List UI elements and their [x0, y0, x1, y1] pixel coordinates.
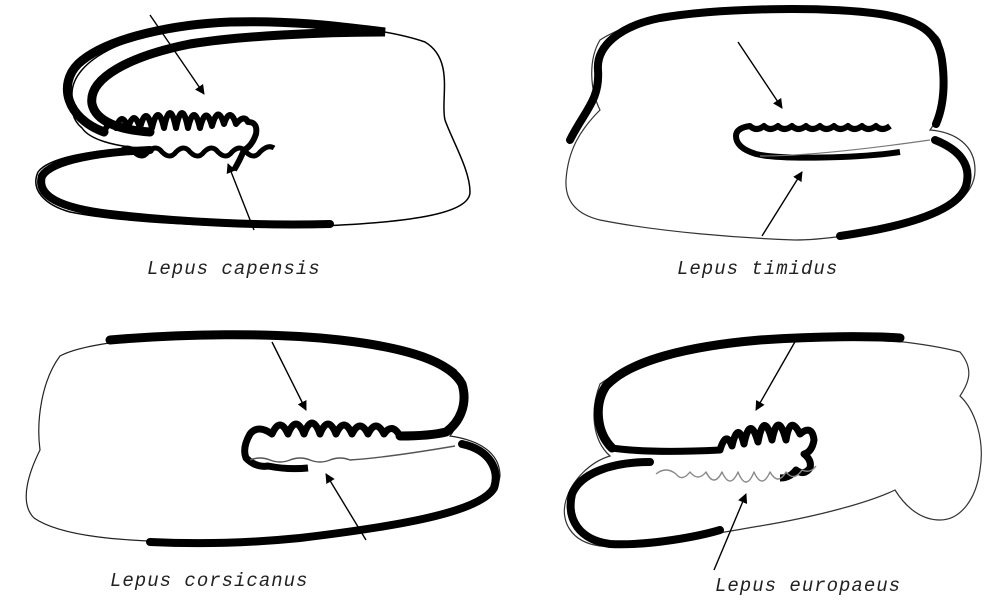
species-caption-corsicanus: Lepus corsicanus [110, 570, 308, 592]
species-caption-europaeus: Lepus europaeus [715, 575, 901, 597]
panel-corsicanus [26, 335, 500, 543]
panel-capensis [36, 15, 470, 230]
species-caption-capensis: Lepus capensis [147, 258, 321, 280]
panel-timidus [566, 8, 975, 240]
tooth-outline-timidus [566, 8, 975, 240]
species-caption-timidus: Lepus timidus [677, 258, 838, 280]
panel-europaeus [564, 336, 981, 570]
